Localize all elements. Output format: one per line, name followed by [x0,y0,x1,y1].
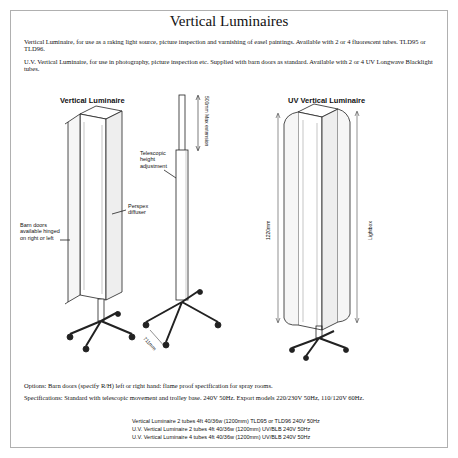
part-label: Perspex diffuser [128,203,158,216]
uv-vertical-luminaire [276,104,359,361]
page-title: Vertical Luminaires [30,13,428,30]
model-list: Vertical Luminaire 2 tubes 4ft 40/36w (1… [132,418,432,424]
dimension: 500mm Max extension [203,96,209,156]
part-label: Barn doors available hinged on right or … [20,222,60,241]
figure-heading: Vertical Luminaire [60,97,125,106]
dimension: 711mm [142,336,157,352]
model-list: U.V. Vertical Luminaire 4 tubes 4ft 40/3… [132,434,432,440]
part-label: Lightbox [368,221,374,240]
part-label: Telescopic height adjustment [140,150,174,169]
description: U.V. Vertical Luminaire, for use in phot… [24,58,434,73]
vertical-luminaire [60,106,135,352]
page-frame [11,11,448,448]
model-list: U.V. Vertical Luminaire 2 tubes 4ft 40/3… [132,426,432,432]
description: Vertical Luminaire, for use as a raking … [24,38,434,53]
telescopic-stand [143,95,221,348]
options-note: Options: Barn doors (specify R/H) left o… [24,382,434,389]
figure-heading: UV Vertical Luminaire [288,97,365,106]
specification-note: Specifications: Standard with telescopic… [24,394,434,401]
dimension: 1220mm [266,221,272,240]
